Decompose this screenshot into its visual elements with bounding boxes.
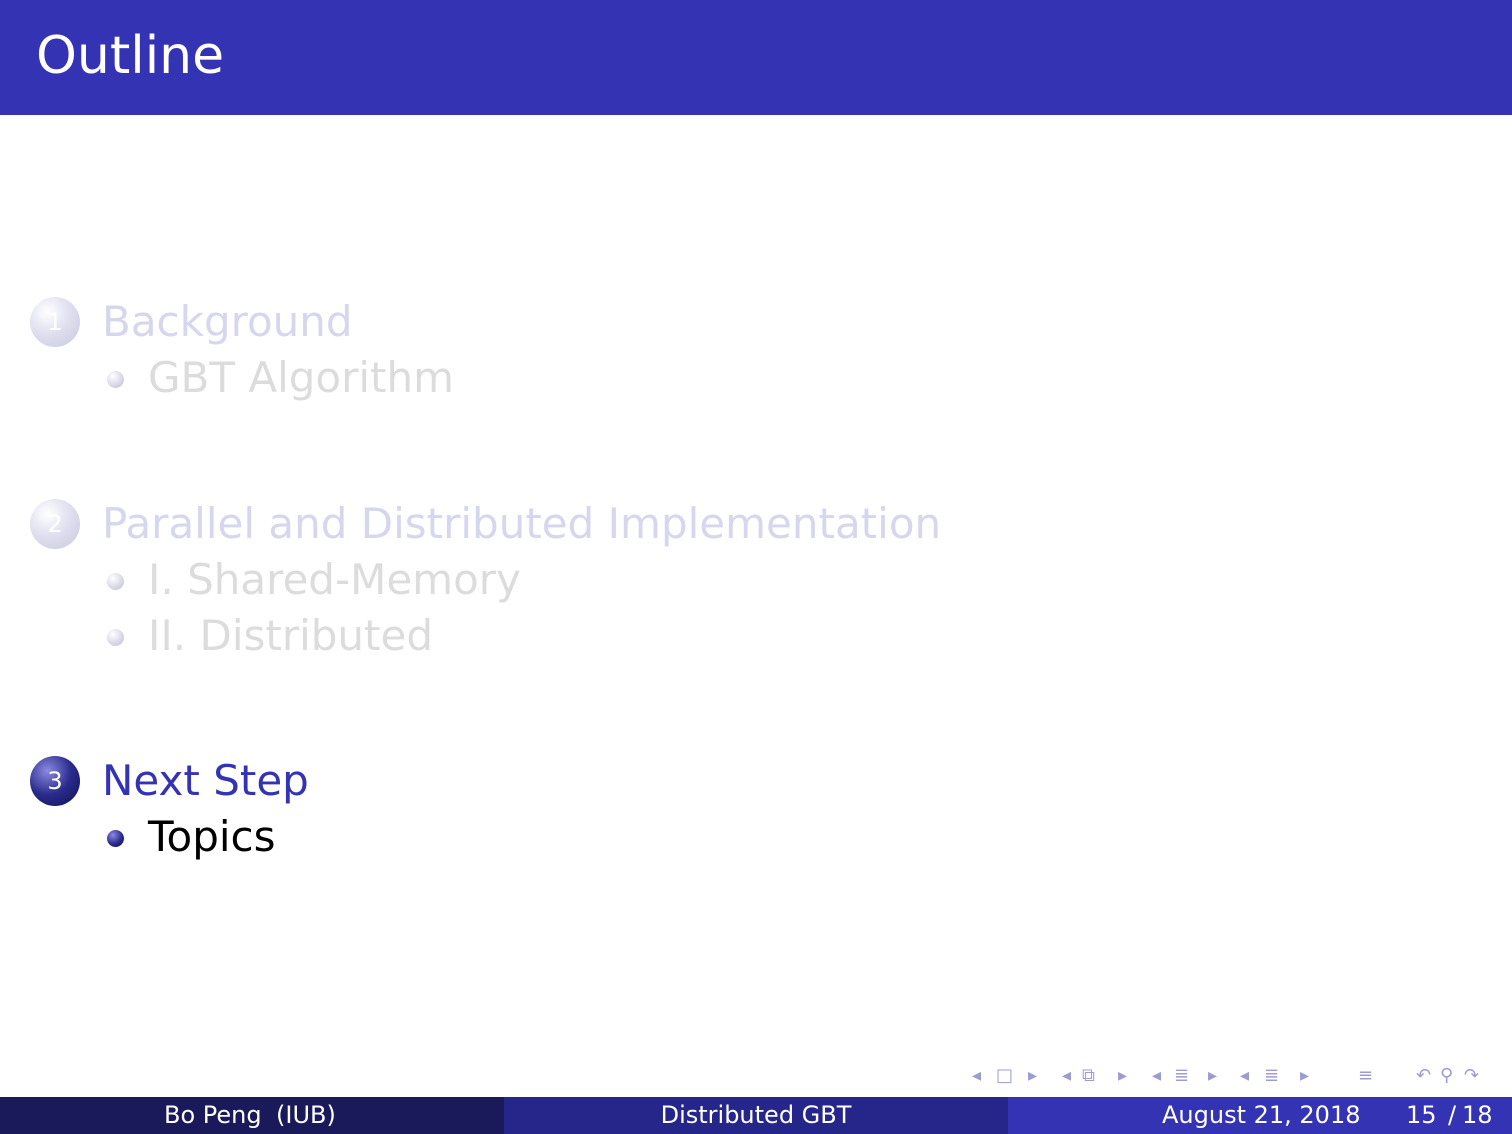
slide-title: Outline (36, 26, 225, 86)
section-label: Next Step (102, 756, 309, 805)
section-number-badge: 1 (30, 297, 80, 347)
bullet-icon (107, 573, 124, 590)
footer-date-panel: August 21, 2018 15 / 18 (1008, 1097, 1512, 1134)
footer-institute: (IUB) (276, 1101, 336, 1129)
nav-subsection-icon[interactable]: ⧉ (1082, 1065, 1095, 1086)
nav-back-icon[interactable]: ↶ (1416, 1065, 1432, 1086)
slide-footer: Bo Peng (IUB) Distributed GBT August 21,… (0, 1097, 1512, 1134)
nav-next-chapter-icon[interactable]: ▸ (1300, 1065, 1310, 1086)
nav-search-icon[interactable]: ⚲ (1440, 1065, 1454, 1086)
subsection-label: II. Distributed (148, 611, 434, 660)
nav-next-subsection-icon[interactable]: ▸ (1118, 1065, 1128, 1086)
footer-author-panel: Bo Peng (IUB) (0, 1097, 504, 1134)
slide-header: Outline (0, 0, 1512, 115)
subsection-label: Topics (148, 812, 276, 861)
subsection-label: GBT Algorithm (148, 353, 455, 402)
nav-forward-icon[interactable]: ↷ (1464, 1065, 1480, 1086)
footer-page-total: 18 (1462, 1101, 1493, 1129)
nav-prev-frame-icon[interactable]: ◂ (972, 1065, 982, 1086)
section-label: Background (102, 297, 353, 346)
nav-next-frame-icon[interactable]: ▸ (1028, 1065, 1038, 1086)
nav-next-section-icon[interactable]: ▸ (1208, 1065, 1218, 1086)
nav-frame-icon[interactable]: □ (996, 1065, 1014, 1086)
section-number-badge: 3 (30, 756, 80, 806)
footer-date: August 21, 2018 (1162, 1101, 1361, 1129)
bullet-icon (107, 371, 124, 388)
nav-prev-chapter-icon[interactable]: ◂ (1240, 1065, 1250, 1086)
footer-page-separator: / (1448, 1101, 1457, 1129)
bullet-icon (107, 830, 124, 847)
nav-section-icon[interactable]: ≣ (1174, 1065, 1190, 1086)
nav-prev-subsection-icon[interactable]: ◂ (1062, 1065, 1072, 1086)
footer-title: Distributed GBT (660, 1101, 852, 1129)
beamer-navigation-bar: ◂ □ ▸ ◂ ⧉ ▸ ◂ ≣ ▸ ◂ ≣ ▸ ≡ ↶ ⚲ ↷ (968, 1062, 1508, 1090)
nav-prev-section-icon[interactable]: ◂ (1152, 1065, 1162, 1086)
footer-title-panel: Distributed GBT (504, 1097, 1008, 1134)
section-number-badge: 2 (30, 499, 80, 549)
nav-chapter-icon[interactable]: ≣ (1264, 1065, 1280, 1086)
bullet-icon (107, 629, 124, 646)
subsection-label: I. Shared-Memory (148, 555, 521, 604)
footer-author: Bo Peng (164, 1101, 262, 1129)
section-label: Parallel and Distributed Implementation (102, 499, 942, 548)
nav-document-icon[interactable]: ≡ (1358, 1065, 1374, 1086)
footer-page-number: 15 (1406, 1101, 1437, 1129)
